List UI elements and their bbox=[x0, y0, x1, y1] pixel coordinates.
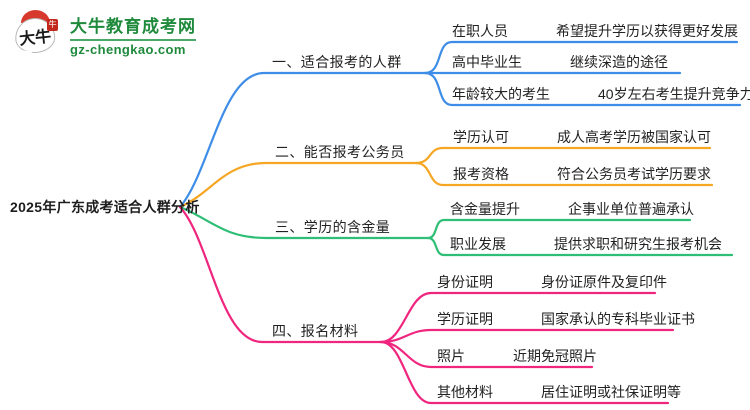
node-desc: 企事业单位普遍承认 bbox=[568, 201, 694, 217]
node-desc: 近期免冠照片 bbox=[513, 348, 597, 364]
site-name: 大牛教育成考网 bbox=[70, 16, 196, 36]
branch-4-label: 四、报名材料 bbox=[272, 323, 359, 339]
node-desc: 符合公务员考试学历要求 bbox=[557, 166, 711, 182]
node-row: 学历证明 国家承认的专科毕业证书 bbox=[437, 309, 695, 329]
node-row: 照片 近期免冠照片 bbox=[437, 346, 597, 366]
site-domain: gz-chengkao.com bbox=[70, 38, 196, 57]
node-desc: 40岁左右考生提升竞争力 bbox=[598, 86, 750, 102]
node-desc: 国家承认的专科毕业证书 bbox=[541, 311, 695, 327]
node-label: 职业发展 bbox=[450, 236, 506, 252]
node-label: 照片 bbox=[437, 348, 465, 364]
node-row: 年龄较大的考生 40岁左右考生提升竞争力 bbox=[452, 84, 750, 104]
node-desc: 继续深造的途径 bbox=[570, 54, 668, 70]
node-label: 在职人员 bbox=[452, 23, 508, 39]
node-row: 身份证明 身份证原件及复印件 bbox=[437, 272, 667, 292]
site-logo: 大牛 牛 大牛教育成考网 gz-chengkao.com bbox=[13, 10, 196, 58]
branch-1-lines bbox=[178, 40, 742, 209]
node-desc: 提供求职和研究生报考机会 bbox=[554, 236, 722, 252]
branch-2-label: 二、能否报考公务员 bbox=[275, 144, 405, 160]
node-row: 职业发展 提供求职和研究生报考机会 bbox=[450, 234, 722, 254]
node-row: 其他材料 居住证明或社保证明等 bbox=[437, 382, 681, 402]
node-label: 含金量提升 bbox=[450, 201, 520, 217]
node-row: 含金量提升 企事业单位普遍承认 bbox=[450, 199, 694, 219]
logo-bull-icon: 大牛 牛 bbox=[13, 10, 61, 58]
node-desc: 身份证原件及复印件 bbox=[541, 274, 667, 290]
logo-red-seal: 牛 bbox=[47, 19, 58, 31]
branch-3-lines bbox=[178, 205, 734, 257]
node-desc: 成人高考学历被国家认可 bbox=[557, 129, 711, 145]
root-node-title: 2025年广东成考适合人群分析 bbox=[10, 199, 200, 215]
node-row: 学历认可 成人高考学历被国家认可 bbox=[453, 127, 711, 147]
node-label: 报考资格 bbox=[453, 166, 509, 182]
node-label: 高中毕业生 bbox=[452, 54, 522, 70]
node-label: 身份证明 bbox=[437, 274, 493, 290]
branch-3-label: 三、学历的含金量 bbox=[275, 219, 391, 235]
node-label: 学历认可 bbox=[453, 129, 509, 145]
logo-text: 大牛教育成考网 gz-chengkao.com bbox=[70, 12, 196, 57]
node-desc: 居住证明或社保证明等 bbox=[541, 384, 681, 400]
node-row: 报考资格 符合公务员考试学历要求 bbox=[453, 164, 711, 184]
node-row: 在职人员 希望提升学历以获得更好发展 bbox=[452, 21, 738, 41]
node-desc: 希望提升学历以获得更好发展 bbox=[556, 23, 738, 39]
branch-1-label: 一、适合报考的人群 bbox=[272, 54, 402, 70]
branch-4-lines bbox=[178, 205, 675, 405]
node-label: 年龄较大的考生 bbox=[452, 86, 550, 102]
node-label: 学历证明 bbox=[437, 311, 493, 327]
node-row: 高中毕业生 继续深造的途径 bbox=[452, 52, 668, 72]
node-label: 其他材料 bbox=[437, 384, 493, 400]
branch-2-lines bbox=[178, 146, 714, 209]
